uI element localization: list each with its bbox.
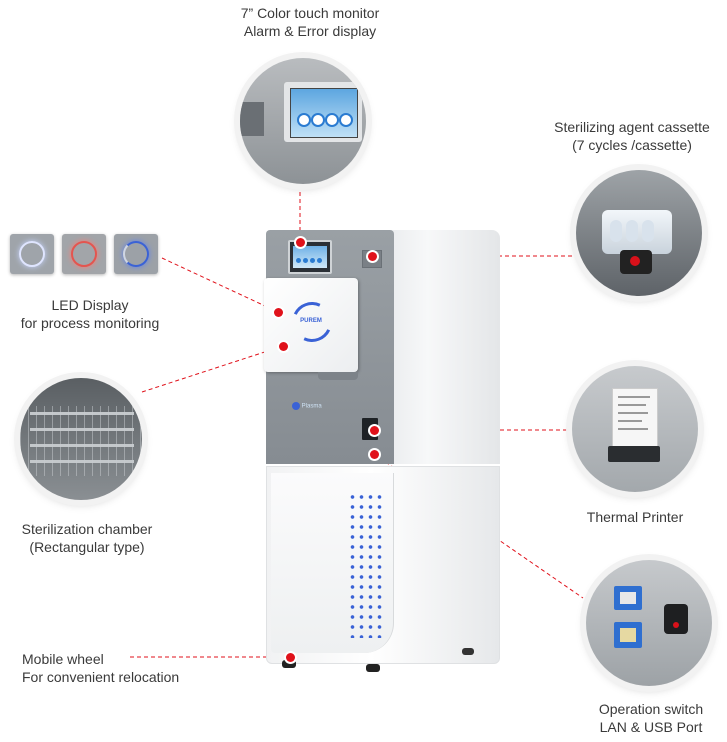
printer-label-line1: Thermal Printer xyxy=(586,509,684,525)
usb-port xyxy=(614,586,642,610)
door-logo: PUREM xyxy=(300,318,322,324)
led-marker[interactable] xyxy=(274,308,283,317)
sterilizer-device: PUREM Plasma xyxy=(262,226,502,672)
door-handle[interactable] xyxy=(318,372,358,380)
wheel-label-line2: For convenient relocation xyxy=(22,669,180,685)
ventilation-holes xyxy=(348,492,384,638)
switch-marker[interactable] xyxy=(370,450,379,459)
touch-screen[interactable] xyxy=(288,240,332,274)
monitor-detail-photo xyxy=(240,58,366,184)
wheel-back xyxy=(462,648,474,655)
led-sample-red xyxy=(62,234,106,274)
power-switch xyxy=(664,604,688,634)
monitor-label-line2: Alarm & Error display xyxy=(243,23,377,39)
led-label-line1: LED Display xyxy=(51,297,129,313)
monitor-screen xyxy=(290,88,358,138)
led-sample-blue-white xyxy=(10,234,54,274)
monitor-marker[interactable] xyxy=(296,238,305,247)
chamber-label: Sterilization chamber (Rectangular type) xyxy=(2,520,172,556)
cassette-label-line2: (7 cycles /cassette) xyxy=(572,137,692,153)
upper-body-side xyxy=(380,230,500,464)
chamber-marker[interactable] xyxy=(279,342,288,351)
monitor-label: 7” Color touch monitor Alarm & Error dis… xyxy=(210,4,410,40)
led-connector xyxy=(161,257,279,313)
wheel-label: Mobile wheel For convenient relocation xyxy=(22,650,179,686)
chamber-label-line2: (Rectangular type) xyxy=(29,539,145,555)
printer-label: Thermal Printer xyxy=(560,508,710,526)
cassette-label: Sterilizing agent cassette (7 cycles /ca… xyxy=(542,118,722,154)
cassette-label-line1: Sterilizing agent cassette xyxy=(554,119,710,135)
cassette-detail-photo xyxy=(576,170,702,296)
switch-label-line1: Operation switch xyxy=(598,701,704,717)
wheel-label-line1: Mobile wheel xyxy=(22,651,104,667)
switch-label-line2: LAN & USB Port xyxy=(599,719,703,735)
cassette-marker[interactable] xyxy=(368,252,377,261)
printer-detail-photo xyxy=(572,366,698,492)
chamber-door[interactable]: PUREM xyxy=(264,278,358,372)
switch-detail-photo xyxy=(586,560,712,686)
switch-label: Operation switch LAN & USB Port xyxy=(576,700,726,736)
wheel-left xyxy=(282,660,296,668)
led-label-line2: for process monitoring xyxy=(20,315,160,331)
led-sample-blue xyxy=(114,234,158,274)
brand-text: Plasma xyxy=(301,403,322,410)
chamber-label-line1: Sterilization chamber xyxy=(21,521,153,537)
brand-logo: Plasma xyxy=(292,402,322,410)
monitor-label-line1: 7” Color touch monitor xyxy=(240,5,380,21)
led-label: LED Display for process monitoring xyxy=(0,296,180,332)
wheel-right xyxy=(366,664,380,672)
printer-marker[interactable] xyxy=(370,426,379,435)
lan-port xyxy=(614,622,642,648)
wheel-marker[interactable] xyxy=(286,653,295,662)
chamber-connector xyxy=(141,345,284,393)
chamber-detail-photo xyxy=(20,378,142,500)
